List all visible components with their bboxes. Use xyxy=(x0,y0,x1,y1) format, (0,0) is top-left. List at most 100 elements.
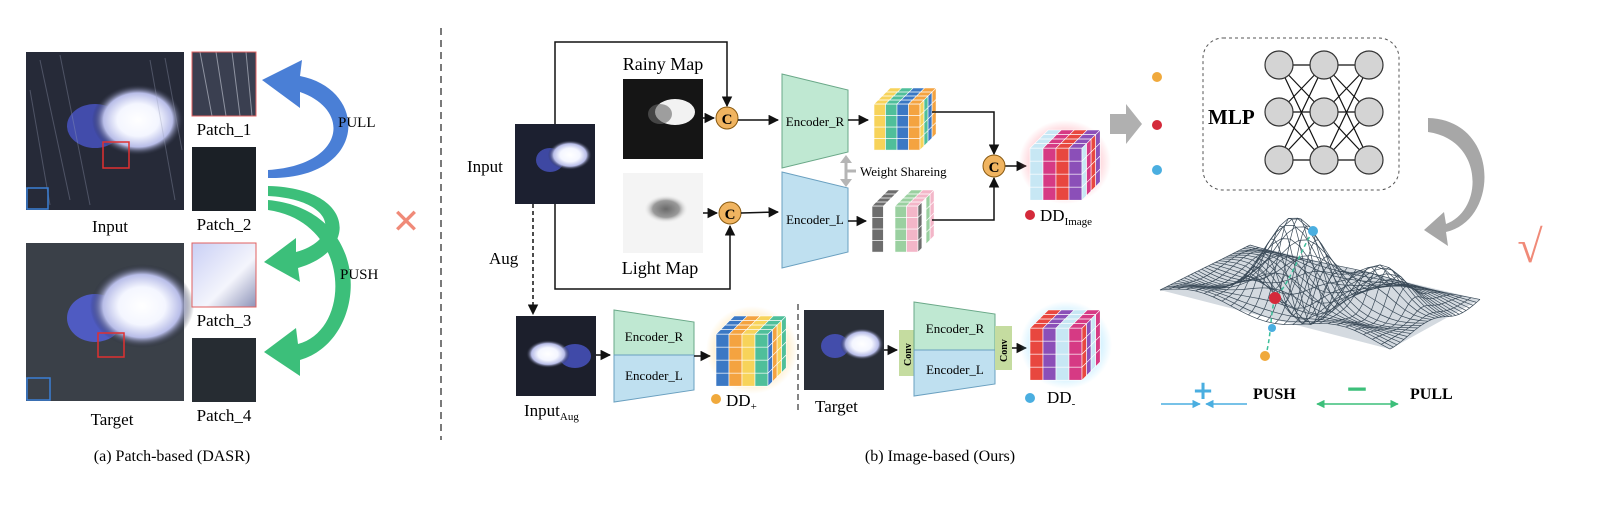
cube-cell xyxy=(894,205,907,218)
cube-cell xyxy=(1068,340,1083,355)
landscape-gridline xyxy=(1229,254,1460,315)
landscape-gridline xyxy=(1236,251,1467,311)
target-image xyxy=(26,243,194,401)
cube-cell xyxy=(883,205,896,218)
cube-cell xyxy=(1055,353,1070,368)
feature-cube-l xyxy=(871,189,935,253)
cube-cell xyxy=(1068,173,1083,188)
cube-cell xyxy=(1029,340,1044,355)
conv-right: Conv xyxy=(995,326,1012,370)
map-connectors xyxy=(703,112,780,219)
concat-top: C xyxy=(715,106,739,130)
cube-cell xyxy=(1055,327,1070,342)
cube-cell xyxy=(906,217,919,230)
push-arrows xyxy=(264,186,351,376)
cube-cell xyxy=(896,138,909,151)
dd-image-dot xyxy=(1025,210,1035,220)
svg-text:Encoder_L: Encoder_L xyxy=(625,368,683,383)
cube-cell xyxy=(715,372,730,387)
aug-label: Aug xyxy=(489,249,519,268)
cube-cell xyxy=(1029,160,1044,175)
landscape-gridline xyxy=(1232,252,1463,313)
patch-2-label: Patch_2 xyxy=(197,215,252,234)
weight-sharing-arrow xyxy=(840,155,856,187)
svg-text:Conv: Conv xyxy=(903,343,914,366)
cube-cell xyxy=(908,126,921,139)
dot-orange xyxy=(1152,72,1162,82)
light-map-image xyxy=(623,173,703,253)
cube-cell xyxy=(1029,173,1044,188)
check-mark: √ xyxy=(1517,221,1543,272)
cube-cell xyxy=(754,359,769,374)
cube-cell xyxy=(1029,353,1044,368)
cube-cell xyxy=(1095,348,1101,368)
svg-text:C: C xyxy=(725,207,736,223)
cube-cell xyxy=(741,333,756,348)
cube-cell xyxy=(1055,147,1070,162)
cube-cell xyxy=(1042,340,1057,355)
dd-plus-label: DD+ xyxy=(726,391,757,413)
cube-cell xyxy=(1055,340,1070,355)
cube-cell xyxy=(1042,366,1057,381)
panel-image-based: Input Aug Rainy Map Light Map C C xyxy=(467,41,1162,465)
mlp-node xyxy=(1264,50,1294,80)
mlp-box xyxy=(1202,37,1400,191)
cube-cell xyxy=(728,346,743,361)
feature-cube-r xyxy=(873,87,937,151)
cube-cell xyxy=(1029,186,1044,201)
pull-arrow xyxy=(262,60,349,179)
dd-minus-dot xyxy=(1025,393,1035,403)
cube-cell xyxy=(1042,173,1057,188)
cube-cell xyxy=(885,115,898,128)
landscape-dot-blue-1 xyxy=(1308,226,1318,236)
dd-image-cube xyxy=(1029,129,1101,201)
dd-image-label: DDImage xyxy=(1040,206,1092,228)
dd-plus-dot xyxy=(711,394,721,404)
input-aug-thumb xyxy=(516,316,596,396)
landscape-gridline xyxy=(1239,249,1470,309)
cube-cell xyxy=(871,205,884,218)
cube-cell xyxy=(1068,160,1083,175)
cube-cell xyxy=(873,138,886,151)
landscape-gridline xyxy=(1194,218,1425,324)
cube-cell xyxy=(871,228,884,241)
mlp-network xyxy=(1264,50,1384,175)
concat-final: C xyxy=(982,154,1006,178)
landscape-gridline xyxy=(1163,287,1394,348)
encoder-l-top: Encoder_L xyxy=(781,171,849,269)
encoder-r-top: Encoder_R xyxy=(781,73,849,169)
input-image xyxy=(26,52,184,210)
dd-plus-cube xyxy=(715,315,787,387)
input-aug-label: InputAug xyxy=(524,401,579,423)
cube-cell xyxy=(1042,160,1057,175)
cube-cell xyxy=(908,138,921,151)
patch-4-label: Patch_4 xyxy=(197,406,252,425)
landscape-dot-orange xyxy=(1260,351,1270,361)
mlp-node xyxy=(1264,145,1294,175)
svg-text:C: C xyxy=(722,112,733,128)
cube-cell xyxy=(728,372,743,387)
mlp-node xyxy=(1309,50,1339,80)
patch-3 xyxy=(191,242,257,308)
dd-minus-cube xyxy=(1029,309,1101,381)
patch-1-label: Patch_1 xyxy=(197,120,252,139)
cube-cell xyxy=(728,333,743,348)
cube-cell xyxy=(873,126,886,139)
cube-cell xyxy=(754,333,769,348)
cube-cell xyxy=(885,103,898,116)
cube-cell xyxy=(1055,366,1070,381)
cube-cell xyxy=(715,359,730,374)
mlp-node xyxy=(1354,145,1384,175)
mlp-edge xyxy=(1278,64,1325,161)
landscape-gridline xyxy=(1246,246,1477,303)
input-connectors xyxy=(527,41,736,316)
push-label: PUSH xyxy=(340,267,379,283)
landscape-gridline xyxy=(1243,248,1474,306)
patch-1 xyxy=(191,51,257,117)
mlp-node xyxy=(1309,145,1339,175)
light-map-label: Light Map xyxy=(622,258,699,278)
cube-cell xyxy=(873,115,886,128)
encoder-pair-target: Encoder_R Encoder_L xyxy=(913,301,996,397)
cube-cell xyxy=(906,228,919,241)
weight-sharing-label: Weight Shareing xyxy=(860,164,947,179)
